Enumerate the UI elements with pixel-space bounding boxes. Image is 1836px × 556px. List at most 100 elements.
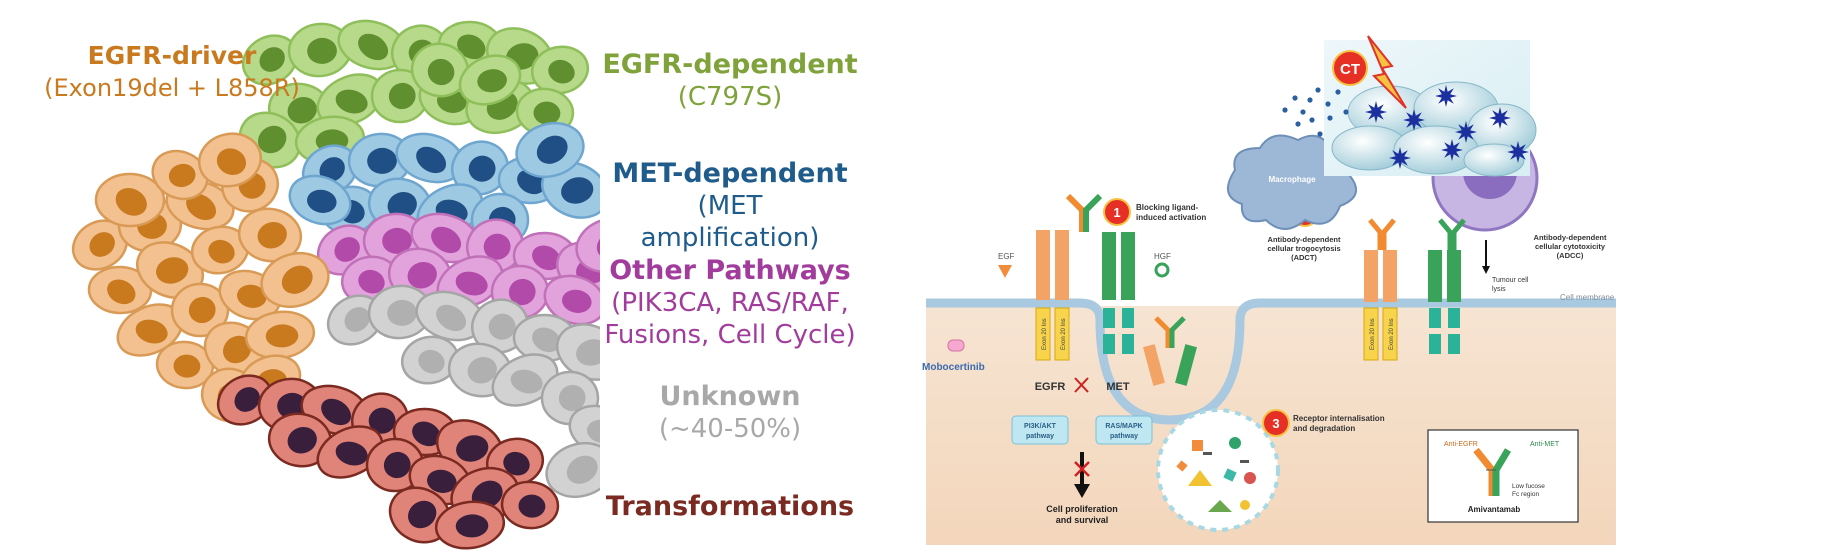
cell-nucleus [173,354,201,378]
cell-nucleus [387,191,417,219]
cell-nucleus [532,327,561,353]
ras-mapk-pathway-box: RAS/MAPK pathway [1095,415,1153,445]
label-unknown: Unknown (~40-50%) [560,380,900,445]
cell-nucleus [358,33,389,61]
cell-nucleus [208,239,235,264]
cell-nucleus [532,245,561,271]
cell-nucleus [367,147,397,174]
svg-text:Low fucose: Low fucose [1512,483,1545,490]
outcome-line1: Cell proliferation [1046,504,1118,514]
adcc-antibody [1438,218,1466,250]
cell-nucleus [307,37,337,64]
drug-particle [1335,89,1341,95]
mechanism-of-action-figure: Cell membrane Exon 20 Ins Exon 20 Ins EG… [922,35,1616,545]
cell-nucleus [277,392,307,419]
cell-nucleus [431,226,462,254]
unknown-title: Unknown [659,381,801,412]
adcc-line3: (ADCC) [1557,251,1584,260]
cell-nucleus [408,500,437,529]
svg-text:RAS/MAPK: RAS/MAPK [1105,423,1142,430]
cell-membrane [926,298,1616,425]
cell-nucleus [558,384,586,412]
cell-nucleus [508,278,536,306]
cell-group-egfr-dependent [238,19,590,169]
drug-star-markers [1365,85,1529,169]
drug-particle [1292,95,1298,101]
cell-nucleus [259,47,285,72]
hgf-ligand [1154,262,1170,278]
cell-nucleus [510,369,543,394]
cell-nucleus [223,335,252,364]
cell-group-unknown [326,284,600,499]
internalised-receptor-complex [1143,316,1197,386]
cell-nucleus [457,34,486,60]
svg-text:Anti-EGFR: Anti-EGFR [1444,441,1478,448]
star-marker [1507,141,1529,163]
step-3-badge: 3 [1262,409,1290,437]
drug-particle [1343,109,1349,115]
egfr-receptor-left: Exon 20 Ins Exon 20 Ins [1035,230,1070,361]
cell-nucleus [587,419,600,443]
transformations-title: Transformations [605,491,855,522]
adcc-line1: Antibody-dependent [1534,233,1607,242]
drug-particle [1317,131,1323,137]
other-pathways-title: Other Pathways [609,255,851,286]
cell-nucleus [412,421,441,447]
drug-particle [1325,101,1331,107]
mobocertinib-label: Mobocertinib [922,362,985,373]
cell-nucleus [456,435,489,462]
cell-nucleus [281,265,313,294]
cell-nucleus [418,349,445,374]
cell-nucleus [89,232,115,257]
cell-nucleus [533,101,561,125]
drug-particle [1327,115,1333,121]
cell-nucleus [344,307,370,332]
cell-nucleus [566,455,598,484]
cell-nucleus [368,407,396,434]
cell-nucleus [383,451,411,479]
cell-nucleus [416,146,447,174]
step-3-line1: Receptor internalisation [1293,414,1385,423]
drug-particle [1300,109,1306,115]
cell-nucleus [287,426,317,454]
lysis-line1: Tumour cell [1492,277,1529,284]
met-label: MET [1106,381,1130,393]
met-receptor-left [1102,232,1135,354]
cell-nucleus [234,387,260,412]
degradation-vesicle [1156,408,1280,532]
cell-nucleus [503,451,530,476]
star-marker [1389,147,1411,169]
drug-particle [1295,121,1301,127]
cell-nucleus [115,187,147,216]
step-2-line3: (ADCT) [1291,253,1317,262]
step-2-line1: Antibody-dependent [1268,235,1341,244]
cell-nucleus [561,177,594,204]
drug-particle [1309,117,1315,123]
ct-badge: CT [1332,50,1368,86]
cell-nucleus [388,82,416,110]
cell-nucleus [186,193,217,221]
cell-nucleus [135,319,168,344]
cell-nucleus [468,155,496,182]
label-met-dependent: MET-dependent (MET amplification) [560,157,900,254]
cell-nucleus [455,271,488,296]
svg-text:Anti-MET: Anti-MET [1530,441,1560,448]
cell-nucleus [265,324,299,348]
cell-nucleus [427,469,457,493]
cell-nucleus [258,125,287,154]
star-marker [1365,101,1387,123]
cell-nucleus [467,356,497,384]
cell-nucleus [455,514,489,538]
cell-nucleus [536,135,568,164]
svg-text:pathway: pathway [1110,433,1138,440]
amivantamab-legend: Anti-EGFR Anti-MET Low fucose Fc region … [1427,429,1579,523]
met-dependent-title: MET-dependent [612,158,848,189]
egf-label: EGF [998,252,1015,261]
svg-text:CT: CT [1340,61,1360,78]
egfr-label: EGFR [1035,381,1066,393]
lysis-line2: lysis [1492,286,1506,293]
cell-nucleus [321,398,352,426]
signal-block-cross [1074,461,1090,477]
label-transformations: Transformations [560,490,900,523]
cell-nucleus [488,313,516,340]
